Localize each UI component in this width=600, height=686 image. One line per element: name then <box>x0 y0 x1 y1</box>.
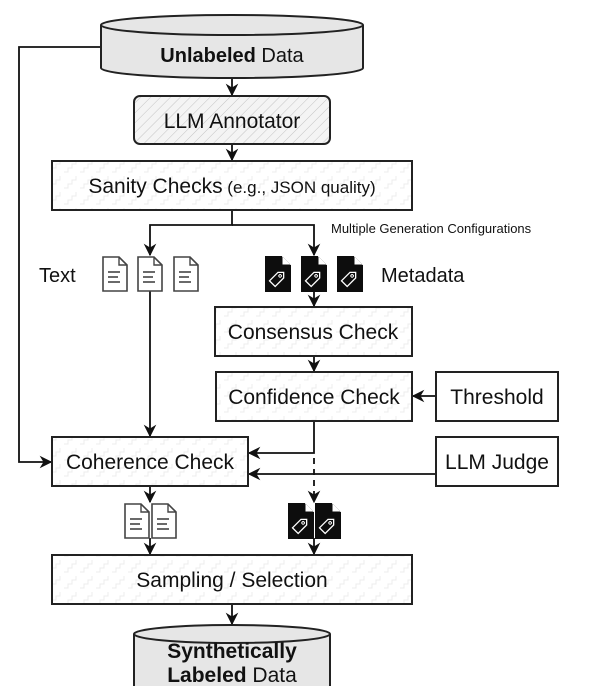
coherence-check-node: Coherence Check <box>51 436 249 487</box>
llm-judge-node: LLM Judge <box>435 436 559 487</box>
sampling-selection-label: Sampling / Selection <box>136 569 327 592</box>
llm-annotator-node: LLM Annotator <box>133 95 331 145</box>
tag-document-icon <box>337 256 363 292</box>
coherence-check-label: Coherence Check <box>66 451 235 474</box>
consensus-check-label: Consensus Check <box>228 321 399 344</box>
confidence-check-node: Confidence Check <box>215 371 413 422</box>
edges <box>18 46 436 626</box>
consensus-check-node: Consensus Check <box>214 306 413 357</box>
tag-document-icon <box>301 256 327 292</box>
metadata-label: Metadata <box>381 265 465 287</box>
sampling-selection-node: Sampling / Selection <box>51 554 413 605</box>
sanity-checks-node: Sanity Checks (e.g., JSON quality) <box>51 160 413 211</box>
tag-document-icon <box>315 503 341 539</box>
unlabeled-data-label: Unlabeled Data <box>160 45 304 67</box>
document-icon <box>102 256 128 292</box>
threshold-label: Threshold <box>450 386 543 409</box>
document-icon <box>151 503 177 539</box>
multiple-generation-annotation: Multiple Generation Configurations <box>331 221 532 236</box>
document-icon <box>124 503 150 539</box>
document-icon <box>173 256 199 292</box>
edge-sanity-to-text <box>143 210 233 257</box>
edge-confidence-to-coherence <box>247 421 315 460</box>
document-icon <box>137 256 163 292</box>
confidence-check-label: Confidence Check <box>228 386 400 409</box>
llm-annotator-label: LLM Annotator <box>164 110 301 133</box>
llm-judge-label: LLM Judge <box>445 451 549 474</box>
tag-document-icon <box>288 503 314 539</box>
tag-document-icon <box>265 256 291 292</box>
text-label: Text <box>39 265 76 287</box>
sanity-checks-label: Sanity Checks (e.g., JSON quality) <box>88 175 375 198</box>
edge-unlabeled-to-coherence <box>18 46 101 469</box>
synthetic-data-node: Synthetically Labeled Data <box>133 624 331 686</box>
edge-sanity-to-metadata <box>232 224 321 257</box>
unlabeled-data-node: Unlabeled Data <box>100 14 364 79</box>
threshold-node: Threshold <box>435 371 559 422</box>
synthetic-data-label-line2: Labeled Data <box>167 664 297 686</box>
synthetic-data-label-line1: Synthetically <box>167 640 297 663</box>
